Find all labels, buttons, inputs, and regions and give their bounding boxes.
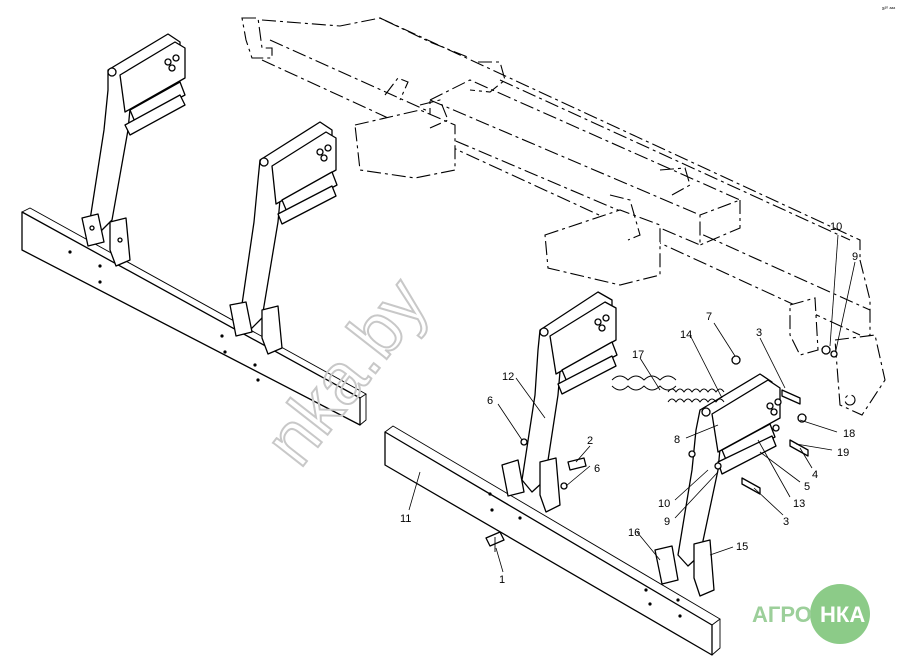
left-arm-1 [81, 33, 186, 267]
callout-16: 16 [628, 527, 640, 539]
callout-18: 18 [843, 428, 855, 440]
logo-circle [810, 584, 870, 644]
left-arm-2 [229, 121, 338, 355]
callout-19: 19 [837, 447, 849, 459]
right-leveling-board [384, 425, 721, 656]
left-leveling-board [21, 207, 367, 426]
center-arm [501, 291, 618, 513]
callout-2: 2 [587, 435, 593, 447]
agronka-logo: АГРО НКА [752, 584, 870, 644]
logo-text-right: НКА [820, 602, 865, 627]
callout-6a: 6 [487, 395, 493, 407]
callout-3b: 3 [783, 516, 789, 528]
callout-5: 5 [804, 481, 810, 493]
loose-hardware [485, 345, 838, 552]
callout-labels: 1 2 3 3 4 5 6 6 7 8 9 9 10 10 11 12 13 1… [400, 221, 858, 586]
logo-text-left: АГРО [752, 602, 812, 627]
phantom-frame [241, 17, 886, 416]
callout-3a: 3 [756, 327, 762, 339]
callout-15: 15 [736, 541, 748, 553]
callout-9b: 9 [852, 251, 858, 263]
callout-11: 11 [400, 513, 411, 525]
callout-12: 12 [502, 371, 514, 383]
callout-7: 7 [706, 311, 712, 323]
leader-lines [408, 234, 856, 573]
callout-4: 4 [812, 469, 818, 481]
callout-10b: 10 [658, 498, 670, 510]
callout-17: 17 [632, 349, 644, 361]
callout-1: 1 [499, 574, 505, 586]
callout-10a: 10 [830, 221, 842, 233]
corner-code: s²⁰ ᵃᵃᵃ [882, 6, 895, 12]
callout-14: 14 [680, 329, 692, 341]
callout-13: 13 [793, 498, 805, 510]
callout-8: 8 [674, 434, 680, 446]
exploded-arm [611, 355, 809, 597]
callout-6b: 6 [594, 463, 600, 475]
callout-9a: 9 [664, 516, 670, 528]
